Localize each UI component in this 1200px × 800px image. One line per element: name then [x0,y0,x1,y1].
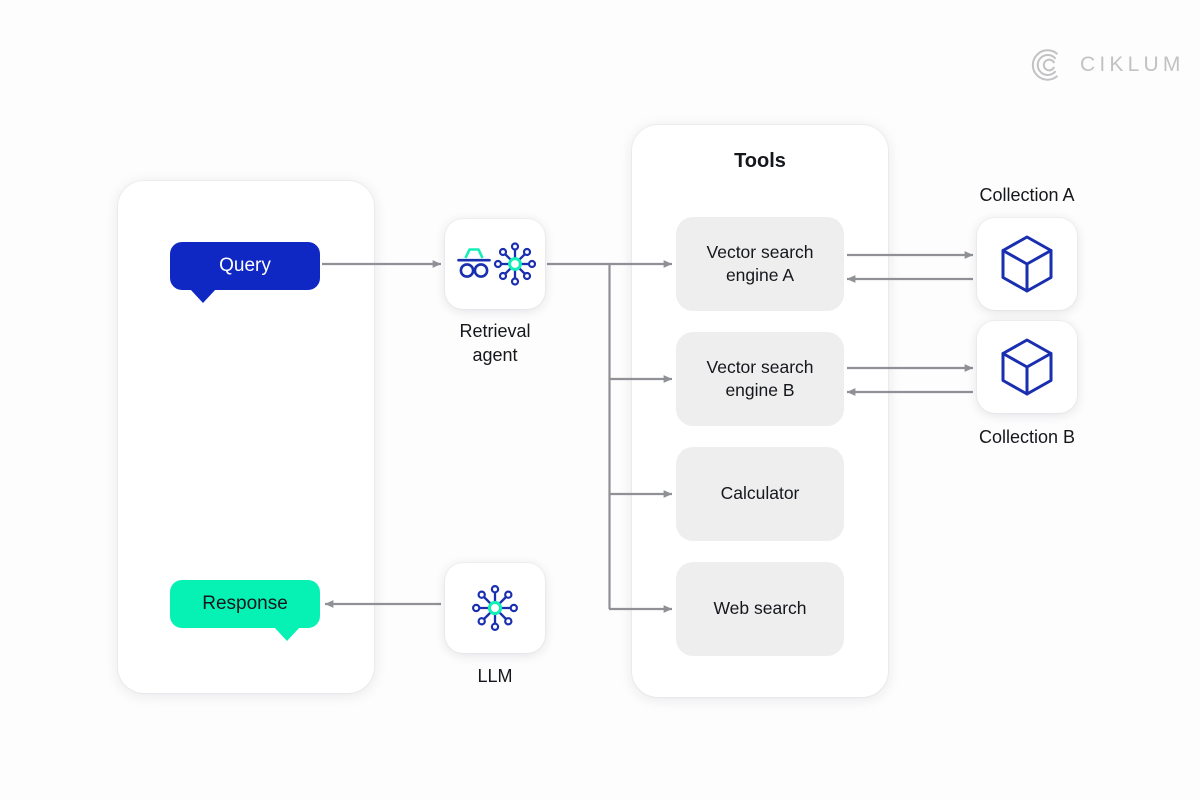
query-bubble-tail [190,289,216,303]
brand-logo: CIKLUM [1028,46,1185,84]
llm-node[interactable] [445,563,545,653]
detective-network-icon [457,242,537,286]
cube-icon [1001,235,1053,293]
brand-name: CIKLUM [1080,53,1185,76]
query-bubble-label: Query [219,255,271,276]
tool-vector-search-engine-a[interactable]: Vector search engine A [676,217,844,311]
tools-panel-title: Tools [734,150,786,172]
collection-a-node[interactable] [977,218,1077,310]
response-bubble-label: Response [202,593,288,614]
retrieval-agent-label-line1: Retrieval [459,321,531,341]
llm-label: LLM [477,666,513,686]
query-bubble[interactable]: Query [170,242,320,303]
retrieval-agent-node[interactable] [445,219,545,309]
tool-label-line2: engine B [725,380,795,400]
network-hub-icon [471,584,519,632]
tool-calculator[interactable]: Calculator [676,447,844,541]
tool-label-line1: Calculator [720,483,800,504]
ciklum-c-logo-icon [1031,49,1059,81]
response-bubble[interactable]: Response [170,580,320,641]
collection-b-node[interactable] [977,321,1077,413]
retrieval-agent-label-line2: agent [472,345,518,366]
cube-icon [1001,338,1053,396]
tool-vector-search-engine-b[interactable]: Vector search engine B [676,332,844,426]
tool-label-line1: Vector search [706,241,814,262]
tool-label-line2: engine A [725,265,795,285]
tool-web-search[interactable]: Web search [676,562,844,656]
response-bubble-tail [274,627,300,641]
tool-label-line1: Web search [713,598,807,619]
collection-b-label: Collection B [978,427,1076,447]
retrieval-agent-label: Retrieval agent [415,319,575,368]
tool-label-line1: Vector search [706,356,814,377]
collection-a-label: Collection A [979,185,1075,205]
